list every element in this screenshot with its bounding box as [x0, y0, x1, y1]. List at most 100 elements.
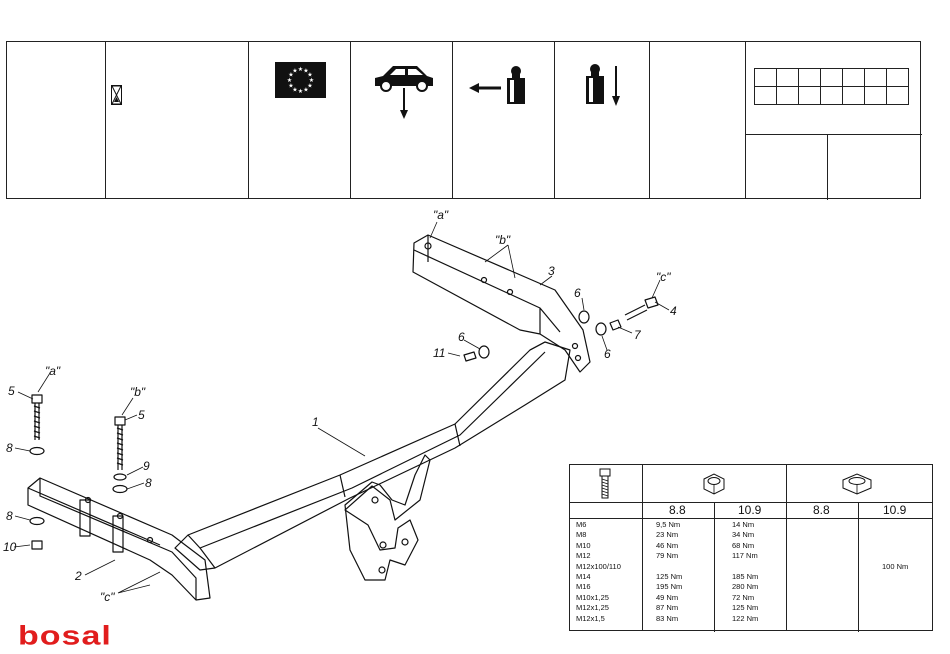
- torque-cell-g88: 87 Nm: [656, 603, 679, 613]
- part-number-label: 11: [433, 346, 445, 360]
- torque-cell-g109: 125 Nm: [732, 603, 759, 613]
- reference-label: "b": [130, 385, 146, 399]
- torque-cell-size: M12x100/110: [576, 561, 621, 571]
- towbar-exploded-diagram: 1 2 3 4 5 5 6 6 6 7 8 8 8 9 10 11 "a" "b…: [3, 208, 677, 604]
- torque-cell-g109: 34 Nm: [732, 530, 755, 540]
- spacer-tube: [79, 499, 91, 537]
- torque-cell-g109: 14 Nm: [732, 520, 755, 529]
- washer: [478, 345, 490, 359]
- part-number-label: 6: [458, 330, 465, 344]
- washer: [578, 310, 590, 324]
- washer: [29, 446, 45, 456]
- reference-label: "a": [433, 208, 449, 222]
- eu-flag-icon: ★★★ ★★★ ★★★ ★★★: [275, 62, 326, 98]
- spacer-tube: [112, 515, 124, 553]
- torque-cell-g88: 9,5 Nm: [656, 520, 681, 529]
- svg-text:★: ★: [307, 83, 312, 90]
- part-number-label: 5: [8, 384, 15, 398]
- part-number-label: 8: [6, 509, 13, 523]
- car-load-icon: [375, 66, 433, 119]
- part-number-label: 9: [143, 459, 150, 473]
- nut: [463, 351, 477, 362]
- torque-cell-r109: 100 Nm: [882, 561, 909, 571]
- right-bracket: [412, 234, 591, 373]
- part-number-label: 8: [6, 441, 13, 455]
- washer: [29, 516, 45, 526]
- bolt-icon: [599, 468, 611, 499]
- reference-label: "b": [495, 233, 511, 247]
- reference-label: "c": [100, 590, 115, 604]
- nut: [31, 540, 43, 550]
- torque-cell-g109: 122 Nm: [732, 613, 759, 623]
- torque-cell-g88: 46 Nm: [656, 540, 679, 550]
- torque-cell-g109: 185 Nm: [732, 572, 759, 581]
- part-number-label: 7: [634, 328, 642, 342]
- torque-cell-g109: 117 Nm: [732, 551, 758, 561]
- torque-cell-size: M12: [576, 551, 591, 561]
- washer: [112, 484, 128, 494]
- header-divider: [105, 42, 106, 198]
- grade-label: 8.8: [813, 503, 830, 517]
- vertical-load-icon: [586, 64, 620, 106]
- svg-text:★: ★: [288, 72, 293, 79]
- washer: [595, 322, 607, 336]
- part-number-label: 10: [3, 540, 17, 554]
- torque-table: 8.8 10.9 8.8 10.9 M6 9,5 Nm 14 Nm M8 23 Nm 34…: [569, 464, 933, 632]
- torque-cell-g88: 79 Nm: [656, 551, 679, 561]
- grade-label: 10.9: [883, 503, 907, 517]
- svg-text:★: ★: [303, 87, 308, 94]
- grade-label: 10.9: [738, 503, 762, 517]
- part-number-label: 2: [74, 569, 82, 583]
- ball-mount-bracket: [344, 454, 431, 581]
- nut: [609, 319, 622, 331]
- large-nut-icon: [842, 473, 872, 495]
- header-divider: [745, 134, 922, 135]
- nut-icon: [703, 473, 725, 495]
- part-number-label: 3: [548, 264, 555, 278]
- part-number-label: 6: [604, 347, 611, 361]
- torque-cell-g109: 68 Nm: [732, 540, 755, 550]
- svg-text:★: ★: [288, 83, 293, 90]
- hourglass-icon: [111, 85, 122, 105]
- torque-cell-g88: 125 Nm: [656, 572, 683, 581]
- svg-text:★: ★: [307, 72, 312, 79]
- torque-cell-size: M12x1,5: [576, 613, 605, 623]
- horizontal-load-icon: [469, 66, 525, 104]
- part-number-label: 8: [145, 476, 152, 490]
- torque-cell-size: M6: [576, 520, 587, 529]
- svg-text:★: ★: [309, 77, 314, 84]
- header-divider: [745, 42, 746, 198]
- header-divider: [554, 42, 555, 198]
- reference-label: "a": [45, 364, 61, 378]
- header-table: ★★★ ★★★ ★★★ ★★★: [6, 41, 922, 200]
- torque-cell-g88: 49 Nm: [656, 592, 679, 602]
- part-number-label: 6: [574, 286, 581, 300]
- torque-cell-size: M12x1,25: [576, 603, 609, 613]
- header-divider: [452, 42, 453, 198]
- torque-cell-g109: 72 Nm: [732, 592, 755, 602]
- bolt-4: [624, 304, 648, 321]
- header-divider: [649, 42, 650, 198]
- torque-cell-g88: 195 Nm: [656, 582, 683, 592]
- header-divider: [248, 42, 249, 198]
- torque-cell-size: M10x1,25: [576, 592, 609, 602]
- torque-cell-size: M8: [576, 530, 587, 540]
- bosal-logo: bosal: [18, 620, 112, 651]
- bolt-m5-center: [117, 425, 123, 470]
- grade-label: 8.8: [669, 503, 686, 517]
- svg-text:★: ★: [292, 87, 297, 94]
- torque-cell-g88: 23 Nm: [656, 530, 679, 540]
- header-divider: [350, 42, 351, 198]
- homologation-grid: [754, 68, 909, 105]
- svg-text:★: ★: [298, 66, 303, 73]
- svg-text:★: ★: [298, 88, 303, 95]
- reference-label: "c": [656, 270, 671, 284]
- part-number-label: 4: [670, 304, 677, 318]
- torque-cell-g88: 83 Nm: [656, 613, 679, 623]
- svg-text:★: ★: [303, 68, 308, 75]
- header-divider: [827, 134, 828, 200]
- left-bracket: [27, 477, 211, 601]
- spring-washer: [113, 473, 127, 481]
- part-number-label: 1: [312, 415, 319, 429]
- torque-cell-size: M10: [576, 540, 591, 550]
